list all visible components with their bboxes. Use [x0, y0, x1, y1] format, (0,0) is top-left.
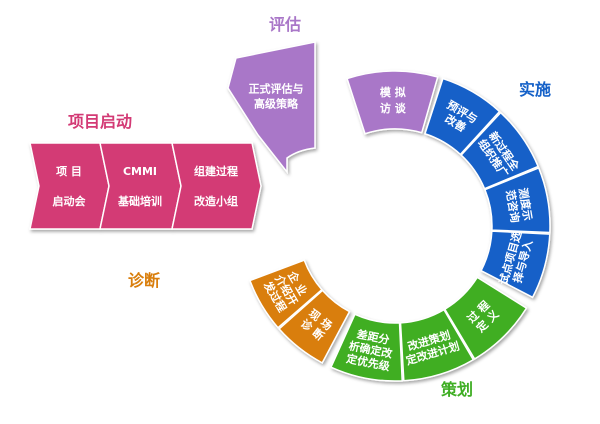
ring-label-purple-1: 模 拟访 谈 [380, 85, 407, 115]
ring-segment-purple-1 [346, 70, 439, 135]
ring-segment-orange-0 [278, 289, 351, 364]
cycle-ring [227, 41, 551, 382]
phase-title-diagnose: 诊断 [128, 271, 160, 290]
ring-label-blue-2: 测度示范咨询 [503, 187, 535, 224]
phase-title-implement: 实施 [519, 80, 551, 99]
start-box-1 [99, 142, 182, 230]
ring-segment-green-0 [443, 276, 528, 360]
phase-title-start: 项目启动 [68, 112, 132, 131]
ring-segment-green-1 [399, 308, 475, 382]
evaluate-arrow [227, 41, 316, 175]
phase-title-plan: 策划 [440, 380, 473, 399]
ring-segment-blue-0 [424, 77, 501, 156]
ring-segment-green-2 [329, 313, 403, 382]
start-box-label-2: 组建过程改造小组 [194, 164, 238, 208]
ring-segment-blue-3 [480, 230, 551, 299]
start-box-label-0: 项 目启动会 [53, 165, 87, 208]
start-arrow-banner [29, 142, 262, 230]
start-box-0 [29, 142, 110, 230]
start-box-2 [171, 142, 262, 230]
ring-segment-blue-2 [483, 166, 551, 234]
ring-segment-blue-1 [460, 111, 540, 190]
phase-title-evaluate: 评估 [269, 15, 301, 34]
ring-label-orange-1: 企 业介绍开发过程 [260, 265, 312, 315]
ring-label-purple-0: 正式评估与高级策略 [249, 82, 304, 111]
ring-segment-orange-1 [248, 259, 323, 329]
